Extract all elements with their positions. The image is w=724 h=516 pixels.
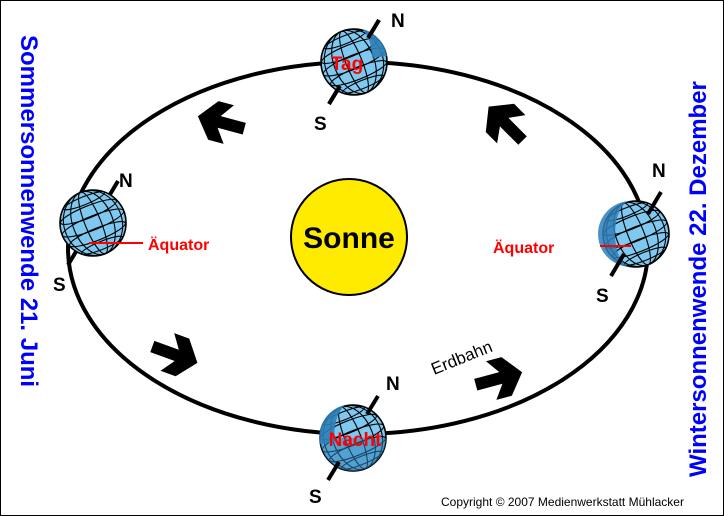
orbit-arrow-top-left	[197, 101, 246, 144]
earth-right-north: N	[652, 161, 666, 182]
earth-top-north: N	[391, 11, 405, 32]
earth-bottom-south: S	[309, 487, 322, 508]
earth-top: Tag N S	[314, 11, 405, 135]
earth-right-south: S	[596, 286, 609, 307]
orbit-arrow-bottom-right	[474, 357, 523, 400]
earth-bottom: Nacht N S	[309, 374, 400, 508]
sun: Sonne	[290, 178, 408, 296]
equator-label-left: Äquator	[148, 236, 209, 254]
earth-top-south: S	[314, 114, 327, 135]
winter-solstice-caption: Wintersonnenwende 22. Dezember	[685, 81, 712, 477]
earth-left: N S Äquator	[53, 171, 209, 296]
sun-label: Sonne	[303, 222, 395, 255]
earth-right: N S Äquator	[493, 161, 675, 307]
copyright-notice: Copyright © 2007 Medienwerkstatt Mühlack…	[441, 495, 684, 509]
night-label: Nacht	[329, 430, 382, 451]
earth-bottom-north: N	[386, 374, 400, 395]
day-label: Tag	[331, 54, 363, 75]
sun-disc	[290, 178, 408, 296]
orbit-arrow-bottom-left	[150, 333, 198, 377]
summer-solstice-caption: Sommersonnenwende 21. Juni	[15, 35, 42, 387]
earth-left-south: S	[53, 275, 66, 296]
orbit-label: Erdbahn	[428, 337, 495, 379]
orbit-arrow-top-right	[485, 103, 527, 145]
equator-label-right: Äquator	[493, 239, 554, 257]
earth-left-north: N	[119, 171, 133, 192]
